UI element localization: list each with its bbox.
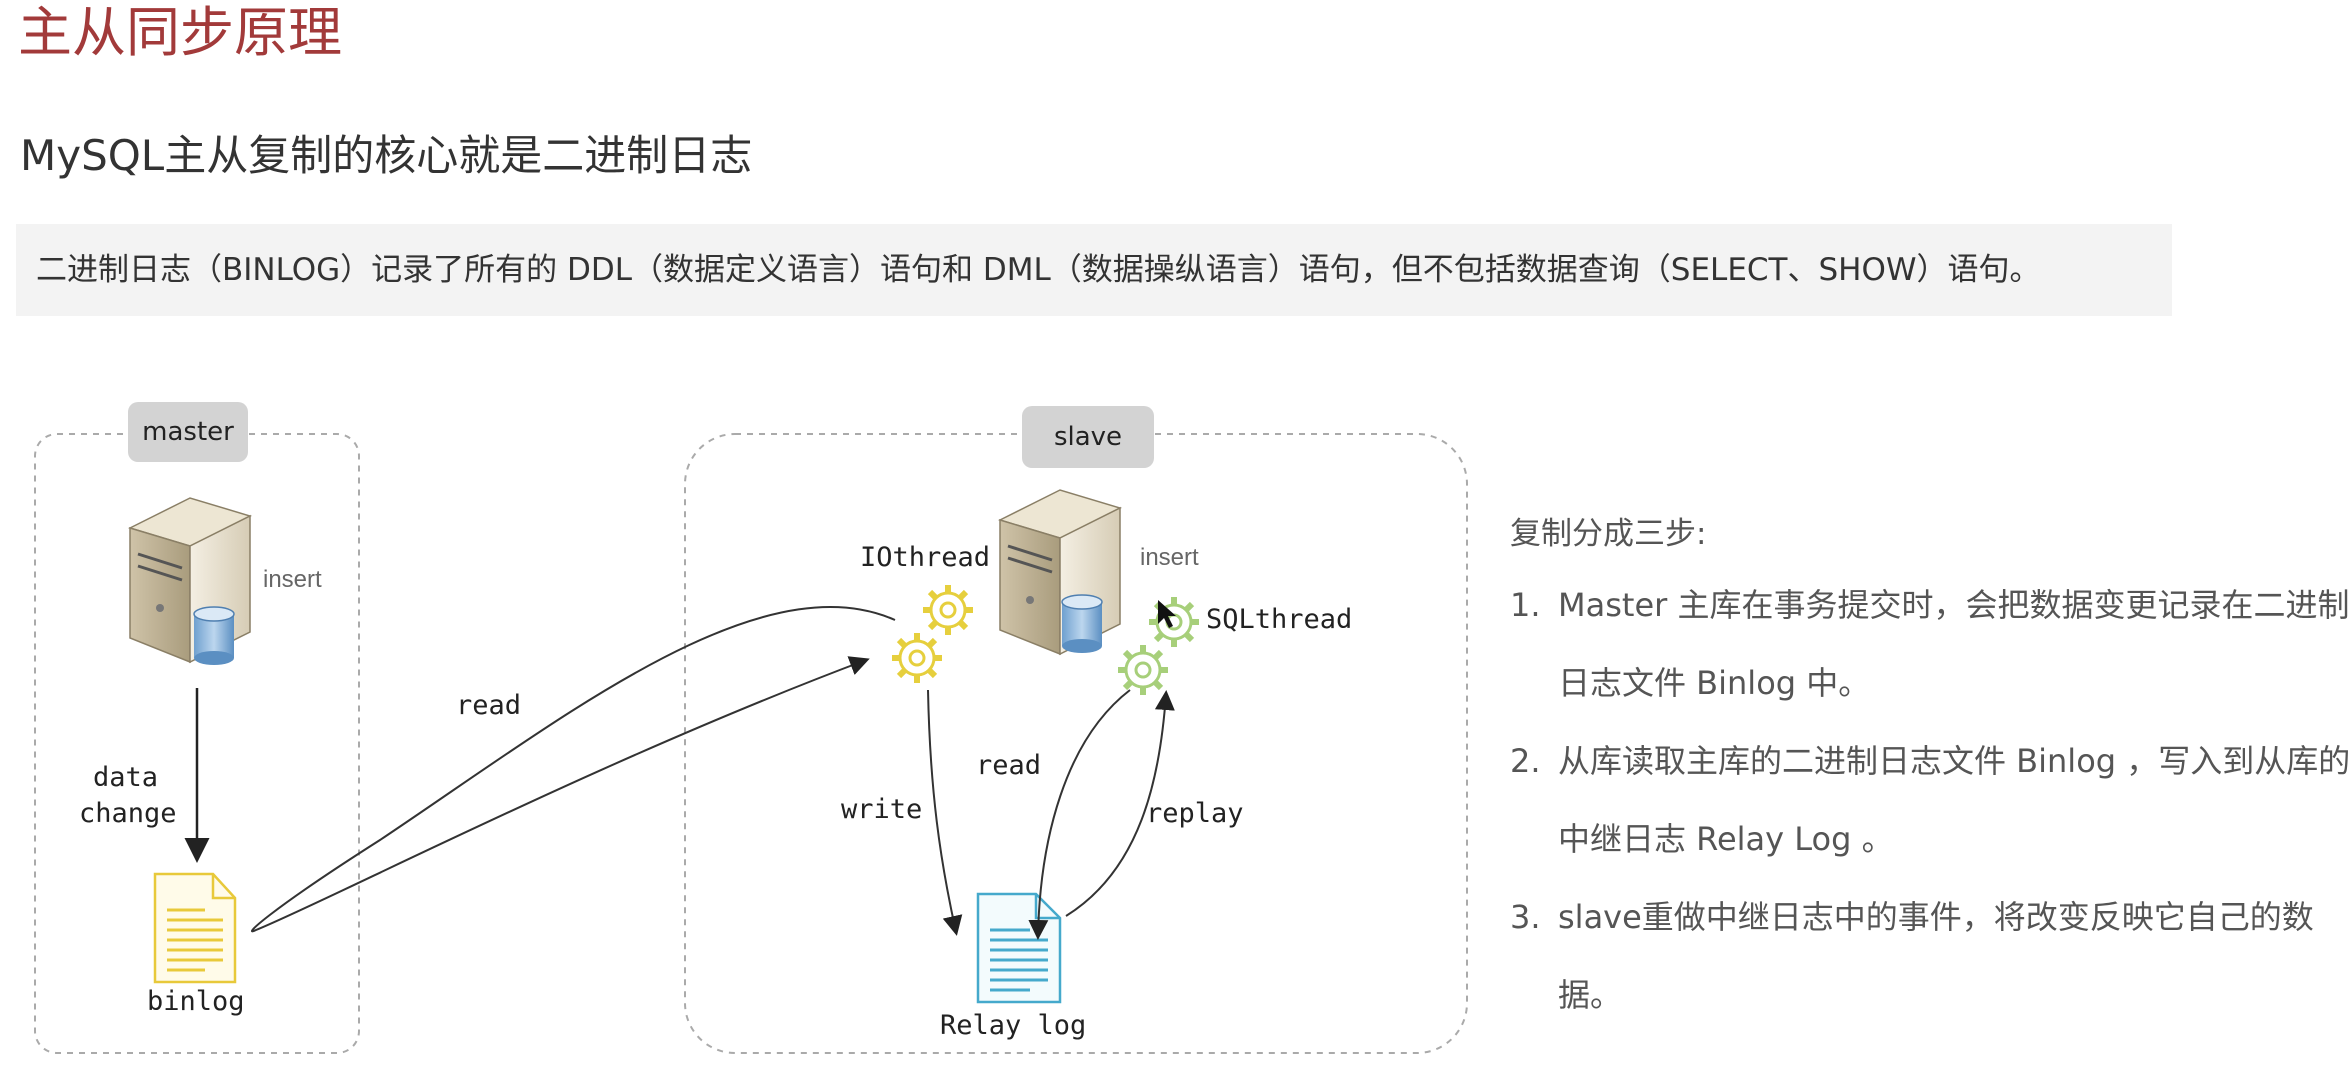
step-text: 从库读取主库的二进制日志文件 Binlog ，写入到从库的中继日志 Relay … bbox=[1558, 742, 2351, 858]
slave-insert-label: insert bbox=[1140, 544, 1199, 571]
binlog-document-icon bbox=[153, 872, 237, 984]
data-change-label-line1: data bbox=[93, 762, 159, 793]
io-thread-label: IOthread bbox=[860, 542, 991, 573]
page-title: 主从同步原理 bbox=[18, 1, 342, 64]
master-tag: master bbox=[128, 402, 248, 462]
binlog-label: binlog bbox=[147, 986, 245, 1017]
relay-log-document-icon bbox=[976, 892, 1062, 1004]
slave-tag: slave bbox=[1022, 406, 1154, 468]
binlog-note-text: 二进制日志（BINLOG）记录了所有的 DDL（数据定义语言）语句和 DML（数… bbox=[36, 252, 2041, 288]
write-arrow bbox=[927, 689, 963, 936]
steps-intro: 复制分成三步: bbox=[1510, 516, 1707, 552]
step-number: 3. bbox=[1510, 898, 1541, 936]
sql-thread-gear-icon bbox=[1118, 597, 1199, 695]
replication-steps: 复制分成三步: 1. Master 主库在事务提交时，会把数据变更记录在二进制日… bbox=[1510, 508, 2350, 1014]
io-thread-gear-icon bbox=[892, 585, 973, 683]
master-insert-label: insert bbox=[263, 566, 322, 593]
binlog-note-box: 二进制日志（BINLOG）记录了所有的 DDL（数据定义语言）语句和 DML（数… bbox=[16, 224, 2172, 316]
sql-read-arrow bbox=[1028, 689, 1131, 940]
relay-log-label: Relay log bbox=[940, 1010, 1087, 1041]
slave-server-icon bbox=[997, 489, 1123, 656]
master-server-icon bbox=[127, 497, 253, 665]
write-label: write bbox=[841, 794, 923, 825]
page-subtitle: MySQL主从复制的核心就是二进制日志 bbox=[20, 131, 753, 180]
step-text: slave重做中继日志中的事件，将改变反映它自己的数据。 bbox=[1558, 898, 2314, 1014]
step-number: 2. bbox=[1510, 742, 1541, 780]
sql-thread-label: SQLthread bbox=[1206, 604, 1353, 635]
step-number: 1. bbox=[1510, 586, 1541, 624]
mouse-cursor-icon bbox=[1158, 600, 1176, 628]
sql-read-label: read bbox=[976, 750, 1042, 781]
io-read-loop-curve bbox=[251, 606, 896, 933]
replay-arrow bbox=[1065, 690, 1175, 917]
data-change-label-line2: change bbox=[79, 798, 177, 829]
step-text: Master 主库在事务提交时，会把数据变更记录在二进制日志文件 Binlog … bbox=[1558, 586, 2350, 702]
cross-read-label: read bbox=[456, 690, 522, 721]
replay-label: replay bbox=[1146, 798, 1244, 829]
master-container bbox=[34, 433, 360, 1054]
